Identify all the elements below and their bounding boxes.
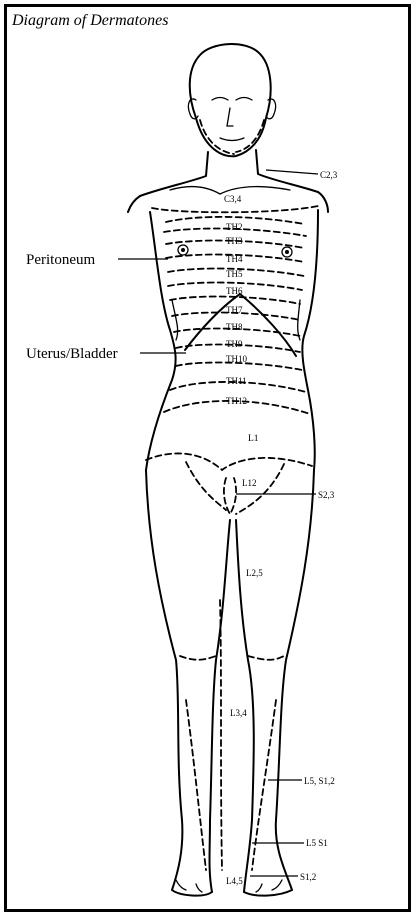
pelvis [146, 453, 316, 514]
head [188, 44, 275, 156]
label-th9: TH9 [226, 339, 243, 349]
label-th6: TH6 [226, 286, 243, 296]
label-th4: TH4 [226, 254, 243, 264]
label-s23: S2,3 [318, 490, 335, 500]
label-l45: L4,5 [226, 876, 243, 886]
label-th2: TH2 [226, 222, 243, 232]
label-uterus-bladder: Uterus/Bladder [26, 346, 118, 362]
label-th5: TH5 [226, 269, 243, 279]
label-th10: TH10 [226, 354, 247, 364]
label-th11: TH11 [226, 376, 247, 386]
label-l5s12: L5, S1,2 [304, 776, 335, 786]
label-l1: L1 [248, 434, 259, 444]
label-th8: TH8 [226, 322, 243, 332]
label-th3: TH3 [226, 236, 243, 246]
label-th12: TH12 [226, 396, 247, 406]
label-c34: C3,4 [224, 194, 242, 204]
label-l5s1: L5 S1 [306, 838, 328, 848]
label-l34: L3,4 [230, 708, 247, 718]
label-s12: S1,2 [300, 872, 316, 882]
legs [146, 470, 314, 896]
label-c23: C2,3 [320, 170, 338, 180]
label-l12: L12 [242, 478, 257, 488]
label-peritoneum: Peritoneum [26, 252, 95, 268]
torso [118, 210, 318, 470]
label-l25: L2,5 [246, 568, 263, 578]
label-th7: TH7 [226, 305, 243, 315]
